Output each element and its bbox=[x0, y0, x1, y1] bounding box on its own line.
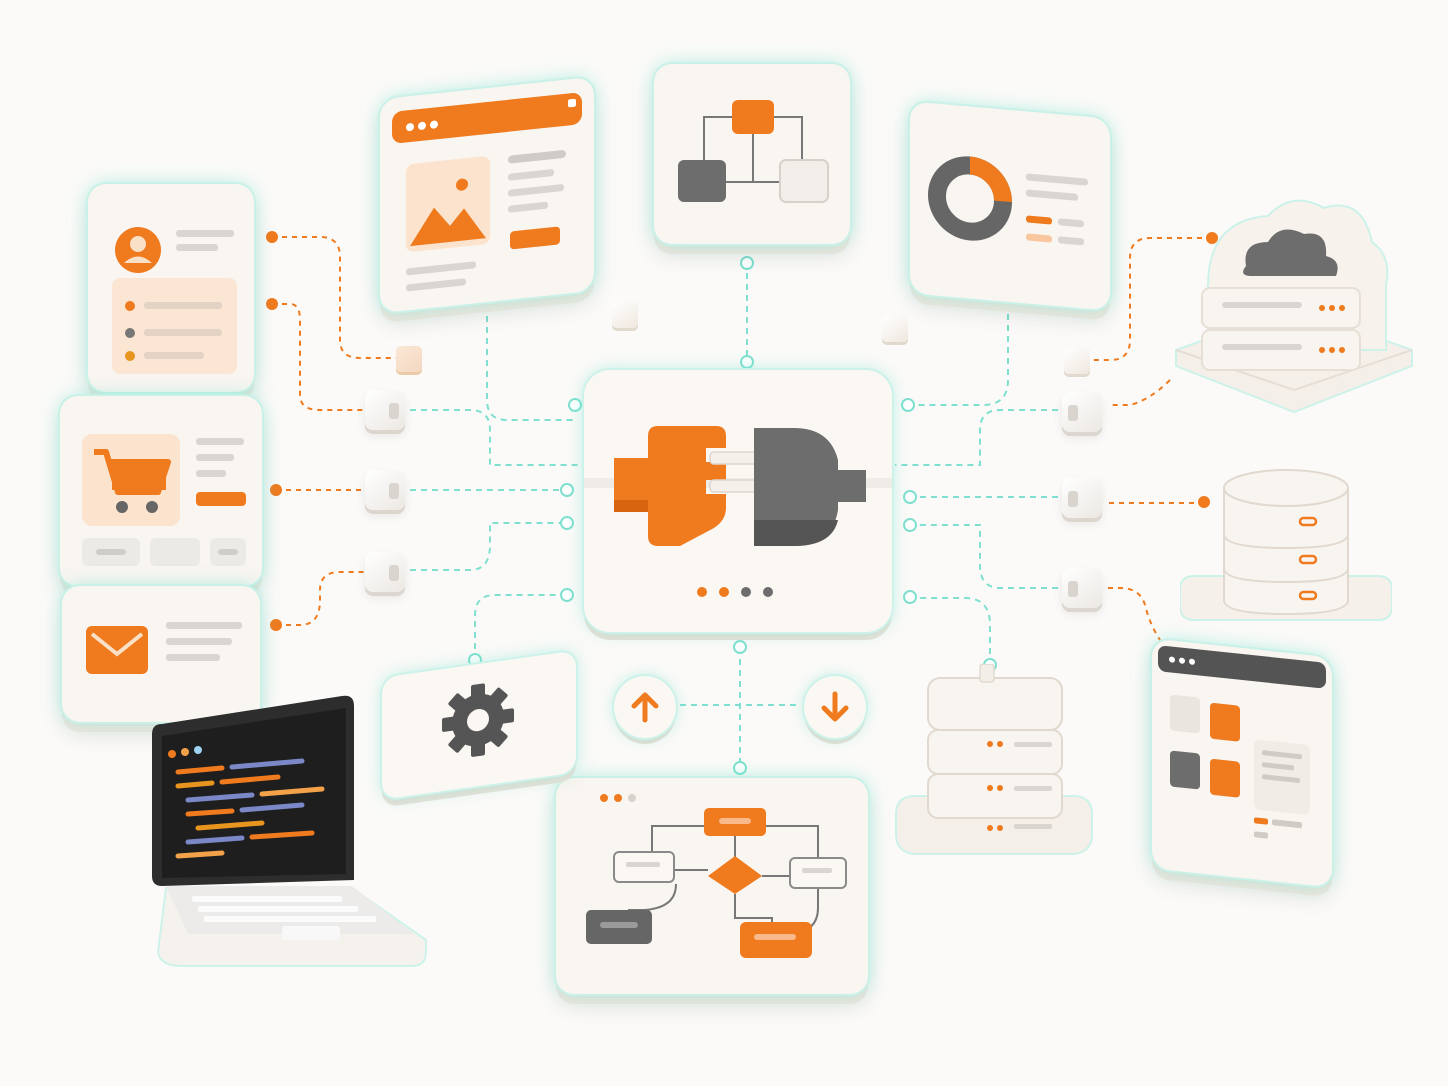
integration-hub[interactable] bbox=[584, 370, 892, 632]
dashboard-window-card[interactable] bbox=[1152, 638, 1332, 888]
workflow-card[interactable] bbox=[556, 778, 868, 994]
upload-button[interactable] bbox=[614, 676, 676, 738]
shopping-cart-icon bbox=[82, 434, 246, 566]
plug-cube-icon bbox=[1062, 478, 1102, 518]
laptop-icon bbox=[152, 695, 427, 967]
org-chart-icon bbox=[678, 100, 829, 203]
orange-node bbox=[270, 484, 282, 496]
settings-card[interactable] bbox=[382, 650, 576, 800]
floating-cube-icon bbox=[1064, 348, 1090, 374]
floating-cube-icon bbox=[396, 346, 422, 372]
node bbox=[568, 398, 582, 412]
user-profile-card[interactable] bbox=[88, 184, 254, 392]
node bbox=[903, 590, 917, 604]
laptop-code[interactable] bbox=[152, 690, 428, 972]
node bbox=[901, 398, 915, 412]
orange-node bbox=[1206, 232, 1218, 244]
node bbox=[560, 483, 574, 497]
database-card[interactable] bbox=[1180, 456, 1392, 652]
node bbox=[740, 355, 754, 369]
floating-cube-icon bbox=[882, 316, 908, 342]
server-stack-card[interactable] bbox=[894, 664, 1094, 874]
database-icon bbox=[1180, 469, 1392, 621]
download-button[interactable] bbox=[804, 676, 866, 738]
image-icon bbox=[392, 93, 582, 292]
hierarchy-card[interactable] bbox=[654, 64, 850, 244]
plug-connector-icon bbox=[584, 426, 892, 597]
orange-node bbox=[266, 298, 278, 310]
node bbox=[560, 588, 574, 602]
plug-cube-icon bbox=[1062, 392, 1102, 432]
plug-cube-icon bbox=[365, 470, 405, 510]
donut-chart-icon bbox=[928, 156, 1088, 246]
node bbox=[740, 256, 754, 270]
plug-cube-icon bbox=[365, 390, 405, 430]
node bbox=[733, 640, 747, 654]
cloud-icon bbox=[1175, 199, 1413, 414]
orange-node bbox=[270, 619, 282, 631]
email-card[interactable] bbox=[62, 586, 260, 722]
shopping-cart-card[interactable] bbox=[60, 396, 262, 586]
dashboard-icon bbox=[1158, 645, 1326, 839]
arrow-down-icon bbox=[821, 691, 849, 722]
floating-cube-icon bbox=[612, 302, 638, 328]
user-avatar-icon bbox=[112, 227, 237, 374]
node bbox=[733, 761, 747, 775]
flowchart-icon bbox=[586, 794, 847, 958]
arrow-up-icon bbox=[631, 692, 659, 723]
envelope-icon bbox=[86, 622, 242, 674]
web-page-card[interactable] bbox=[380, 76, 594, 314]
plug-cube-icon bbox=[1062, 568, 1102, 608]
node bbox=[903, 518, 917, 532]
node bbox=[560, 516, 574, 530]
cloud-server-card[interactable] bbox=[1172, 190, 1416, 416]
orange-node bbox=[1198, 496, 1210, 508]
gear-icon bbox=[442, 683, 514, 757]
analytics-card[interactable] bbox=[910, 101, 1110, 311]
node bbox=[903, 490, 917, 504]
server-icon bbox=[895, 664, 1093, 855]
plug-cube-icon bbox=[365, 552, 405, 592]
orange-node bbox=[266, 231, 278, 243]
